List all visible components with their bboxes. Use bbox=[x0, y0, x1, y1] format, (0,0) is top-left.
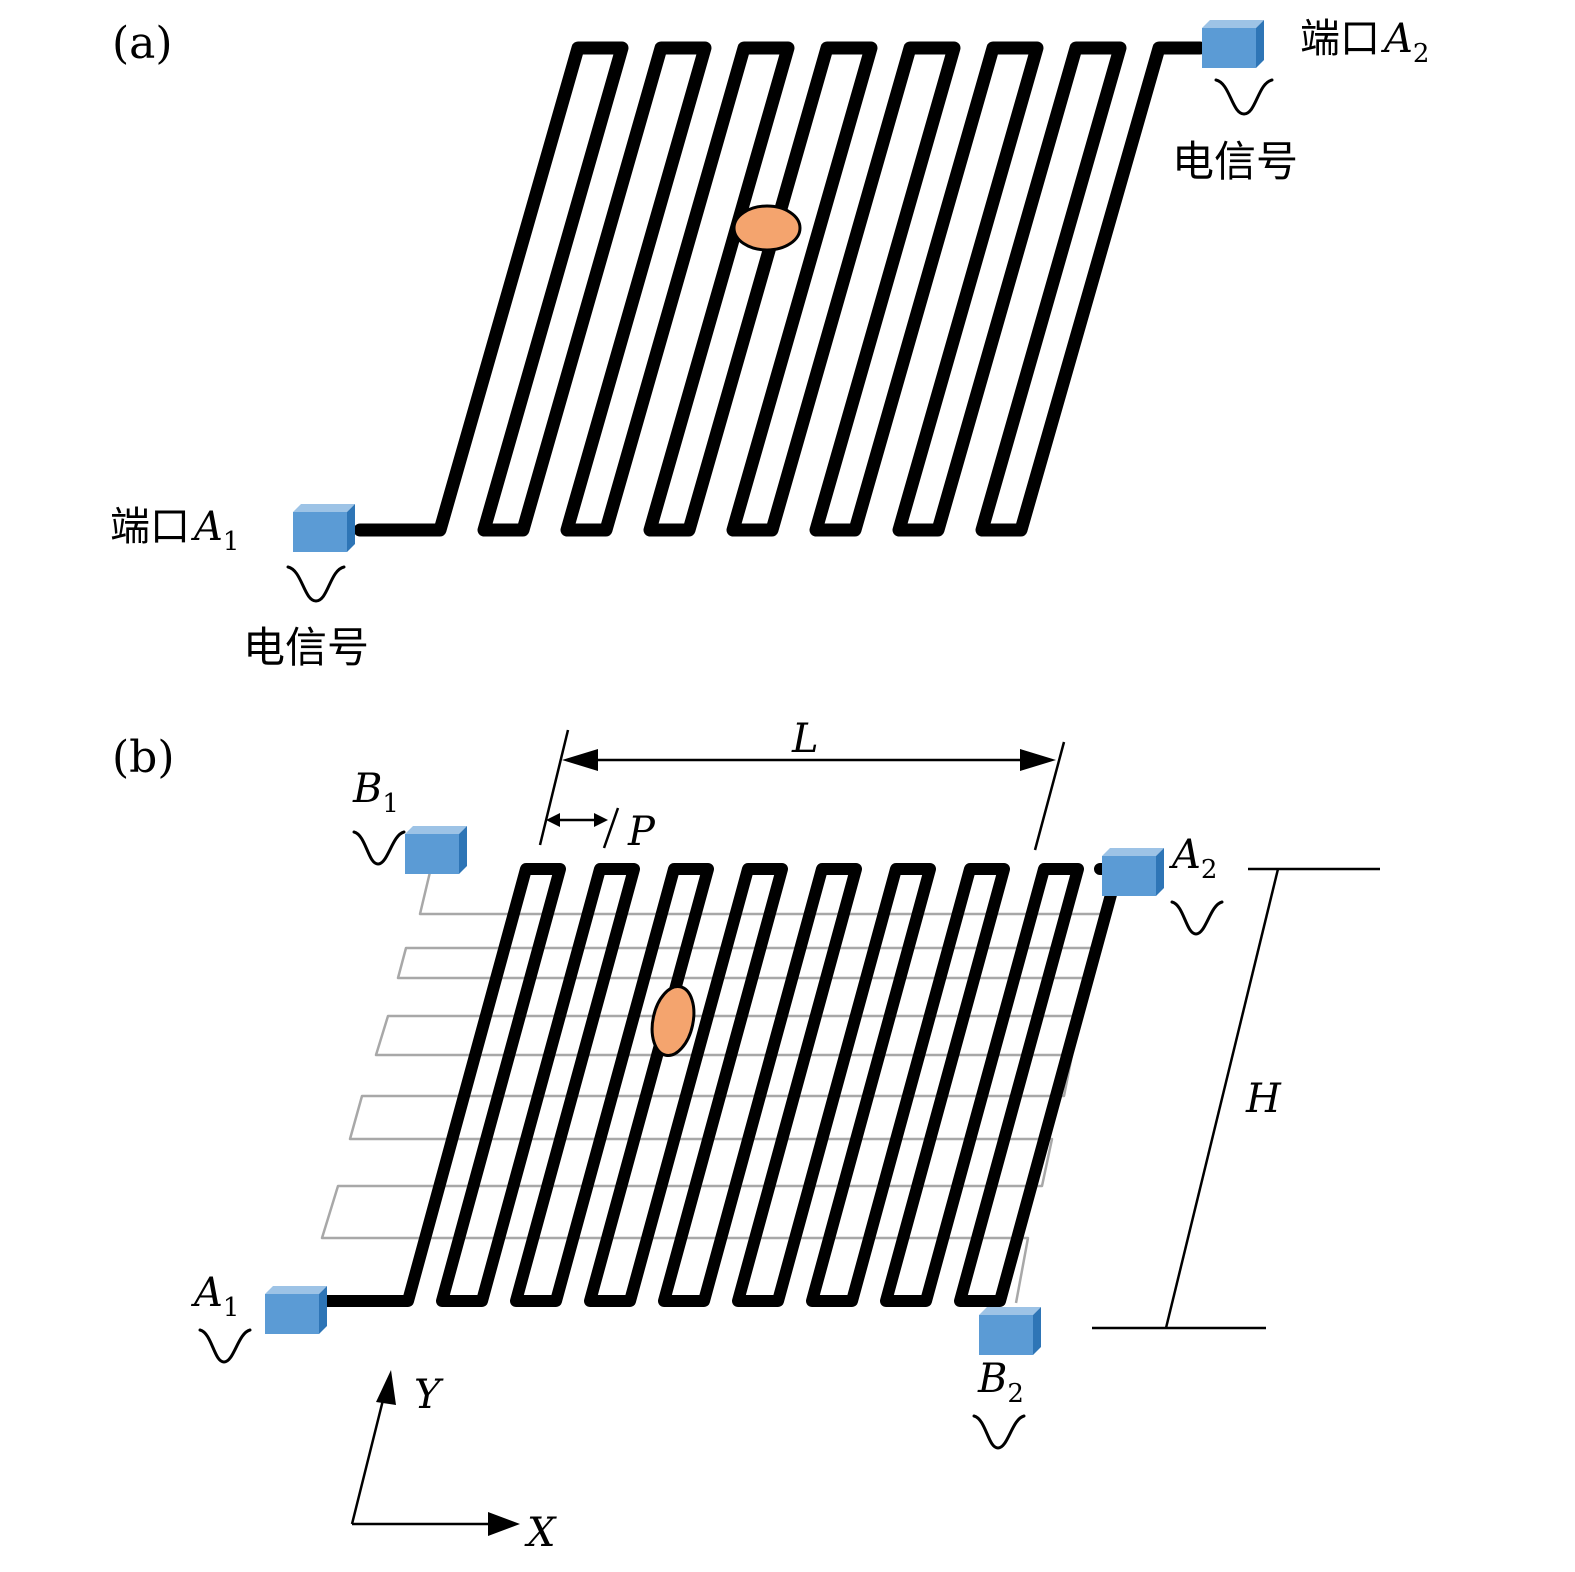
panel-a-particle bbox=[732, 204, 802, 252]
panel-a-label: (a) bbox=[112, 18, 173, 69]
panel-b-label: (b) bbox=[112, 732, 175, 783]
coordinate-axes bbox=[350, 1370, 520, 1536]
panel-b-port-b2-box bbox=[979, 1307, 1041, 1355]
panel-b-port-a1-label: A1 bbox=[190, 1270, 239, 1323]
panel-b-port-a2-box bbox=[1102, 848, 1164, 896]
panel-a-signal-label-left: 电信号 bbox=[243, 623, 369, 672]
dimension-length-label: L bbox=[791, 716, 819, 762]
dimension-height bbox=[1092, 867, 1380, 1330]
panel-b-port-b1-box bbox=[405, 826, 467, 874]
panel-b-port-b2-pulse bbox=[972, 1414, 1026, 1450]
panel-b-port-a2-label: A2 bbox=[1168, 832, 1217, 885]
panel-a-port-a2-box bbox=[1202, 20, 1264, 68]
panel-b-port-a1-pulse bbox=[198, 1328, 252, 1364]
panel-a-serpentine-electrode bbox=[353, 41, 1207, 537]
panel-b-port-a2-pulse bbox=[1170, 900, 1224, 936]
axis-x-label: X bbox=[524, 1510, 557, 1556]
panel-b-port-b2-label: B2 bbox=[977, 1356, 1024, 1409]
panel-b-port-b1-label: B1 bbox=[352, 766, 399, 819]
dimension-height-label: H bbox=[1245, 1076, 1282, 1122]
axis-y-label: Y bbox=[414, 1372, 444, 1418]
panel-a-port-a1-box bbox=[293, 504, 355, 552]
dimension-pitch bbox=[546, 807, 620, 849]
dimension-pitch-label: P bbox=[627, 809, 656, 855]
panel-b-serpentine-electrode-a bbox=[320, 863, 1124, 1307]
panel-b-port-a1-box bbox=[265, 1286, 327, 1334]
panel-b-port-b1-pulse bbox=[352, 830, 406, 866]
panel-a-signal-label-right: 电信号 bbox=[1172, 137, 1298, 186]
panel-a-signal-pulse-left bbox=[286, 565, 346, 603]
panel-b-particle bbox=[650, 985, 696, 1057]
dimension-length bbox=[538, 729, 1066, 851]
panel-a-signal-pulse-right bbox=[1214, 78, 1274, 116]
